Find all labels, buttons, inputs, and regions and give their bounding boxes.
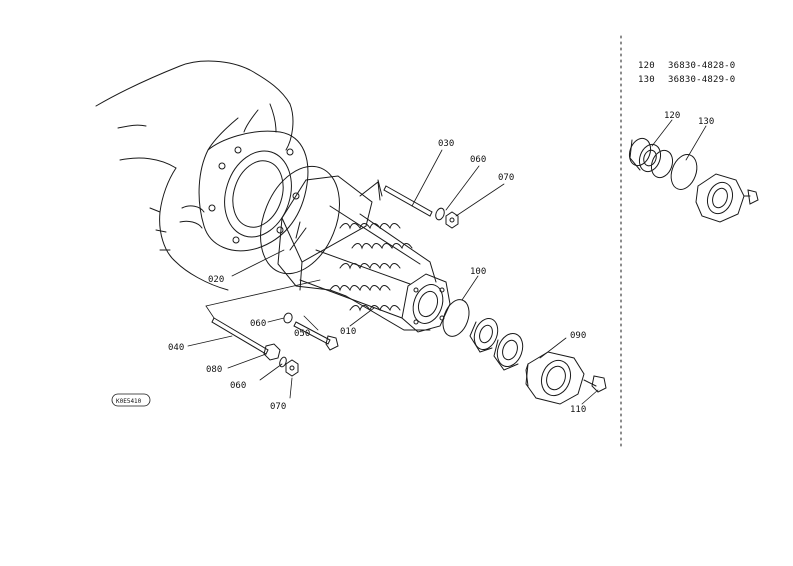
callout-060-upper: 060	[470, 155, 486, 165]
o-ring-100	[442, 299, 470, 337]
callout-040: 040	[168, 343, 184, 353]
callout-030: 030	[438, 139, 454, 149]
callout-130: 130	[698, 117, 714, 127]
leader-lines	[187, 149, 599, 405]
callout-050: 050	[294, 329, 310, 339]
parts-table-row-1-ref: 120	[638, 61, 655, 71]
stud-030	[377, 179, 433, 217]
housing-flange	[179, 130, 309, 252]
callout-060-lower: 060	[230, 381, 246, 391]
parts-table-row-2-partno: 36830-4829-0	[668, 75, 735, 85]
inset-seal-kit	[628, 119, 759, 223]
washer-060-upper	[435, 207, 445, 221]
parts-table-row-1-partno: 36830-4828-0	[668, 61, 735, 71]
callout-110: 110	[570, 405, 586, 415]
nut-070-upper	[445, 211, 459, 229]
callout-labels: 030 060 070 100 090 110 010 020 060 050 …	[116, 61, 735, 415]
callout-080: 080	[206, 365, 222, 375]
nut-070-lower	[285, 359, 299, 377]
callout-090: 090	[570, 331, 586, 341]
transmission-case-outline	[95, 60, 294, 291]
bearing-cover-090	[525, 351, 585, 405]
washer-060-lower	[279, 356, 287, 368]
drawing-stamp: K0E5410	[116, 398, 142, 405]
bolt-110	[583, 375, 607, 393]
drawing-stamp-frame	[111, 393, 151, 407]
bolt-050	[293, 321, 339, 351]
rear-case-010	[277, 175, 451, 333]
bearing	[469, 318, 499, 353]
oil-seal	[493, 333, 524, 371]
nut-080	[263, 343, 281, 361]
callout-120: 120	[664, 111, 680, 121]
washer-060-mid	[283, 312, 293, 324]
callout-010: 010	[340, 327, 356, 337]
callout-070-lower: 070	[270, 402, 286, 412]
o-ring-020	[260, 165, 340, 275]
callout-020: 020	[208, 275, 224, 285]
callout-070-upper: 070	[498, 173, 514, 183]
parts-table-row-2-ref: 130	[638, 75, 655, 85]
callout-060-mid: 060	[250, 319, 266, 329]
callout-100: 100	[470, 267, 486, 277]
